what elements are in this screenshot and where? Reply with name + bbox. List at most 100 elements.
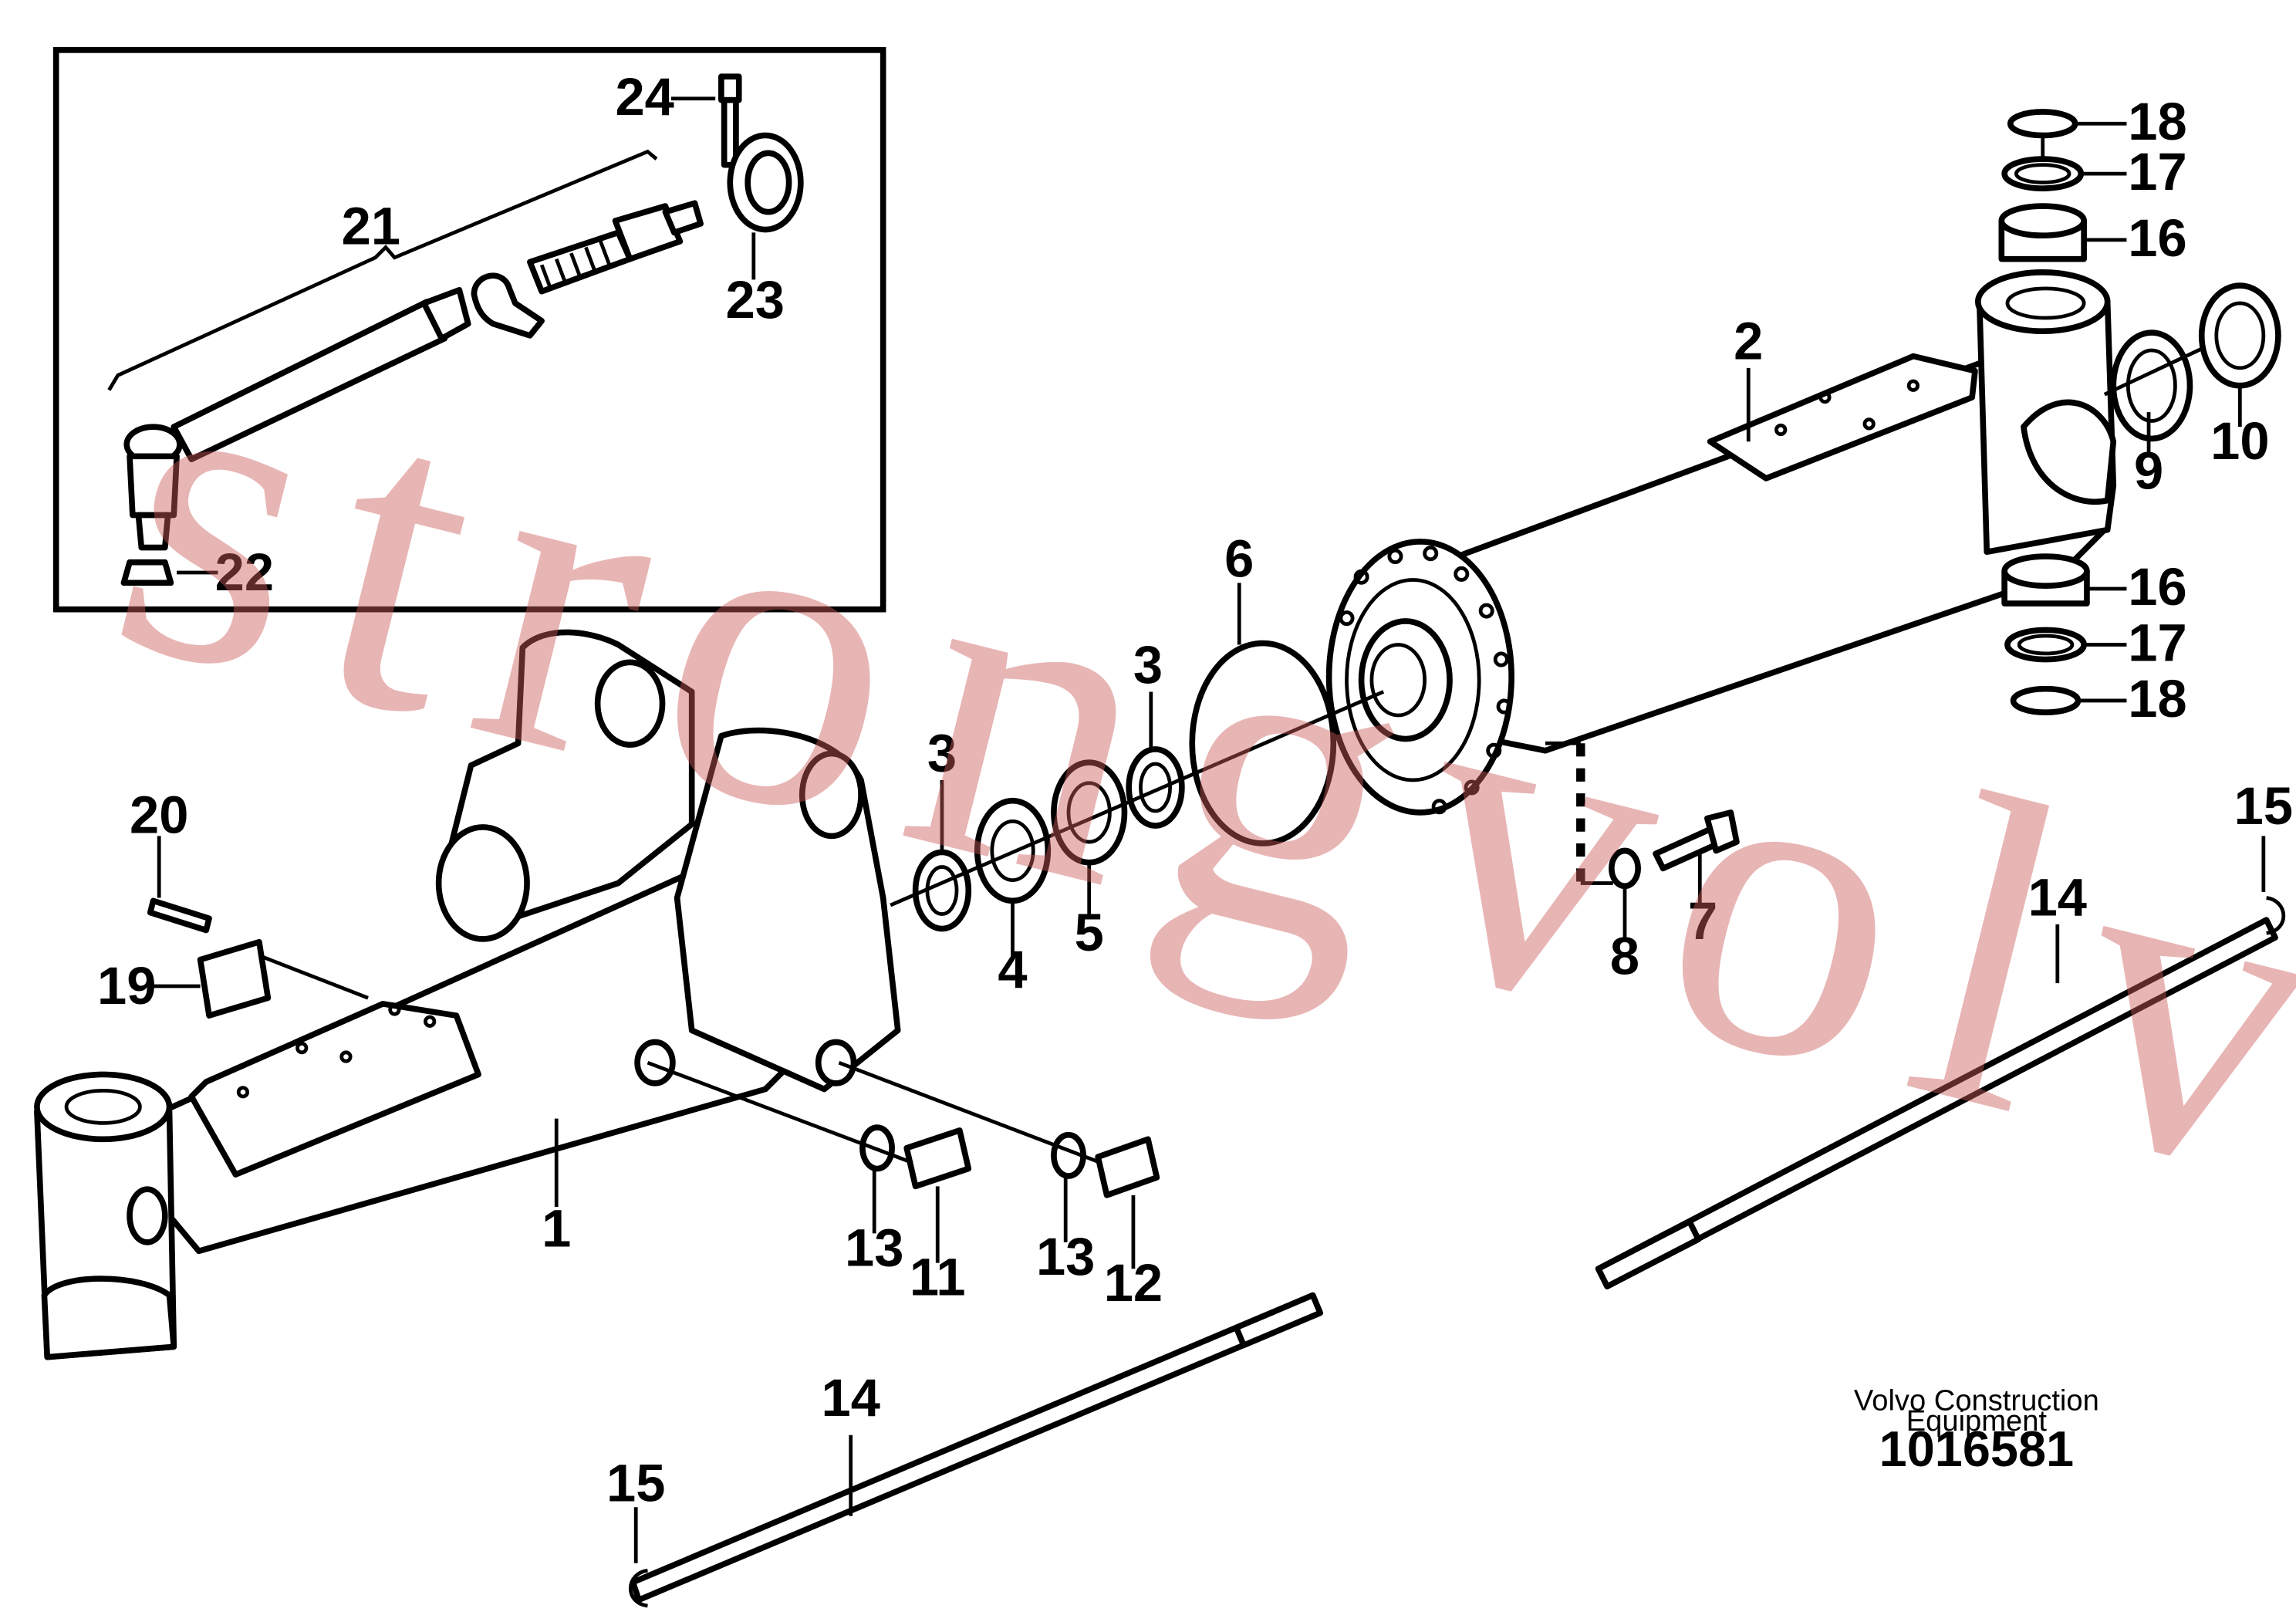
- housing-1-bore-upper: [594, 659, 666, 748]
- housing-1-side-hole: [127, 1186, 168, 1245]
- callout-numbers: 1 2 3 3 4 5 6 7 8 9 10 11 12 13 13 14 14…: [97, 67, 2293, 1513]
- housing-2-flange-inner: [1345, 578, 1481, 782]
- bearing-4-inner: [990, 819, 1035, 883]
- callout-13-right: 13: [1036, 1227, 1095, 1286]
- ball-joint-stud: [135, 512, 171, 551]
- manufacturer-line-2: Equipment: [1906, 1404, 2048, 1438]
- hole: [1906, 379, 1920, 392]
- left-axle-housing: [34, 629, 901, 1360]
- callout-23: 23: [726, 270, 785, 329]
- callout-14-right: 14: [2028, 867, 2087, 927]
- hole: [1818, 390, 1832, 404]
- callout-11: 11: [910, 1248, 966, 1307]
- seal-18-upper: [2007, 109, 2078, 139]
- callout-16-lower: 16: [2128, 557, 2186, 617]
- housing-1-kingpin-bore: [64, 1089, 142, 1125]
- castle-nut: [120, 559, 174, 586]
- tie-rod-sleeve: [420, 286, 471, 342]
- callout-3-right: 3: [1133, 635, 1163, 694]
- bushing-9: [2110, 329, 2193, 442]
- callout-21: 21: [342, 197, 400, 256]
- callout-15-left: 15: [606, 1454, 665, 1513]
- screw-20: [147, 897, 212, 934]
- bolt-7-head: [1704, 809, 1740, 854]
- leader-lines: [150, 121, 2266, 1563]
- right-axle-housing: [1325, 269, 2117, 816]
- callout-17-lower: 17: [2128, 613, 2186, 672]
- callout-19: 19: [97, 956, 156, 1015]
- bushing-10: [2198, 282, 2281, 389]
- ring-17-lower-inner: [2017, 634, 2075, 656]
- callout-8: 8: [1610, 927, 1639, 986]
- cover-plate-19: [197, 938, 272, 1019]
- callout-5: 5: [1075, 903, 1104, 962]
- drive-shaft-14-left: [630, 1292, 1323, 1603]
- callout-13-left: 13: [845, 1218, 903, 1277]
- callout-3-left: 3: [927, 723, 957, 782]
- thread-lines: [539, 240, 612, 289]
- inset-frame: [52, 47, 886, 613]
- clamp-ring-inner: [745, 150, 792, 215]
- bolt-24-head: [718, 73, 742, 103]
- housing-1-port-left: [634, 1039, 676, 1086]
- callout-10: 10: [2210, 411, 2269, 471]
- callout-6: 6: [1224, 529, 1254, 589]
- housing-2-bore: [1369, 643, 1427, 718]
- bushing-9-inner: [2125, 348, 2177, 423]
- bearing-5-inner: [1066, 781, 1112, 844]
- housing-1-bore-left: [435, 824, 530, 942]
- housing-1-pad: [188, 1001, 481, 1178]
- hole: [1862, 417, 1876, 431]
- bearing-16-lower-top: [2001, 553, 2090, 589]
- plug-11: [903, 1127, 972, 1190]
- hole: [236, 1086, 250, 1099]
- shim-3-right: [1126, 746, 1185, 829]
- inset-steering-rod: [52, 47, 886, 613]
- housing-2-flange-holes: [1339, 546, 1512, 815]
- ring-17-upper-inner: [2014, 163, 2071, 184]
- callout-9: 9: [2134, 441, 2163, 500]
- circlip-15-left: [628, 1568, 649, 1608]
- callout-4: 4: [998, 940, 1027, 999]
- callout-2: 2: [1734, 311, 1763, 370]
- manufacturer-line-1: Volvo Construction: [1854, 1384, 2099, 1417]
- rod-end-nut: [612, 203, 684, 262]
- brace-21: [107, 149, 658, 391]
- hole: [424, 1015, 437, 1028]
- callout-18-lower: 18: [2128, 669, 2186, 728]
- callout-7: 7: [1688, 891, 1717, 951]
- callout-22: 22: [215, 542, 274, 602]
- callout-17-upper: 17: [2128, 142, 2186, 201]
- drive-shaft-14-right-splines: [1595, 1218, 1702, 1289]
- callout-20: 20: [130, 786, 188, 845]
- housing-2-side-recess: [2021, 399, 2117, 505]
- plug-12: [1095, 1136, 1160, 1198]
- tie-rod-clamp: [471, 272, 545, 339]
- callout-18-upper: 18: [2128, 92, 2186, 151]
- callout-15-right: 15: [2234, 776, 2293, 836]
- rod-end-tip: [662, 200, 704, 236]
- housing-1-kingpin-top: [34, 1071, 173, 1143]
- hole: [1774, 423, 1788, 437]
- callout-1: 1: [542, 1199, 571, 1259]
- drawing-number: 1016581: [1879, 1421, 2074, 1477]
- threaded-end: [527, 229, 633, 295]
- hole: [339, 1050, 353, 1063]
- housing-2-kingpin-bore: [2005, 286, 2086, 320]
- drawing-footer: Volvo Construction Equipment 1016581: [1854, 1384, 2099, 1476]
- hole: [388, 1003, 401, 1016]
- callout-14-left: 14: [822, 1368, 880, 1428]
- ball-joint-body: [127, 453, 180, 519]
- circlip-15-right: [2266, 896, 2286, 935]
- callout-24: 24: [615, 67, 674, 127]
- shim-3-right-inner: [1139, 762, 1172, 813]
- housing-1-kingpin-bottom: [41, 1276, 177, 1360]
- callout-12: 12: [1104, 1253, 1163, 1313]
- drive-shaft-14-left-splines: [1233, 1292, 1323, 1349]
- housing-1-bore-right: [799, 750, 864, 840]
- hole: [295, 1041, 309, 1055]
- bearing-5: [1051, 759, 1128, 866]
- bushing-10-inner: [2214, 301, 2266, 370]
- callout-16-upper: 16: [2128, 208, 2186, 268]
